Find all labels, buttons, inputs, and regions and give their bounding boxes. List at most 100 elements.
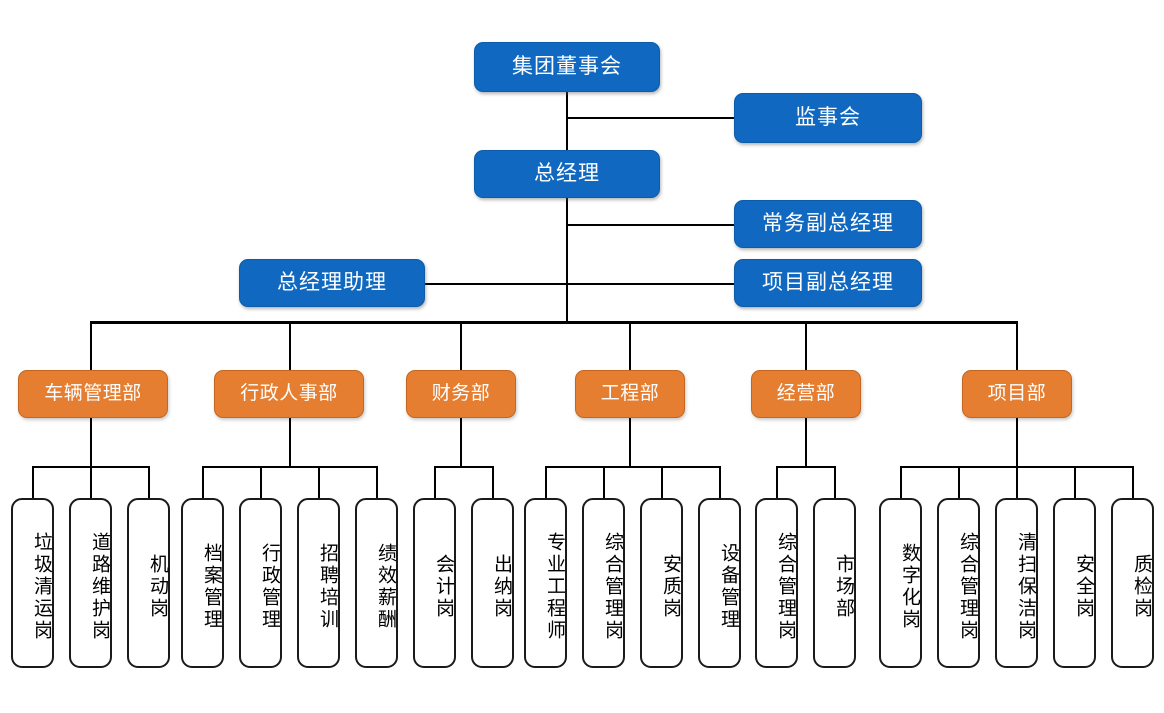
- node-executive-deputy-gm[interactable]: 常务副总经理: [734, 200, 922, 248]
- node-department-2[interactable]: 财务部: [406, 370, 516, 418]
- connector-board-to-gm: [566, 92, 568, 150]
- node-position-3-1-label: 综合管理岗: [602, 532, 624, 642]
- node-position-4-0-label: 综合管理岗: [775, 532, 797, 642]
- connector-dept-5-leaf-1: [958, 466, 960, 498]
- node-department-3-label: 工程部: [600, 382, 660, 404]
- node-position-0-2[interactable]: 机动岗: [127, 498, 170, 668]
- connector-dept-3-leaf-2: [661, 466, 663, 498]
- node-position-3-2-label: 安质岗: [660, 554, 682, 620]
- node-department-0[interactable]: 车辆管理部: [18, 370, 168, 418]
- node-position-5-0-label: 数字化岗: [899, 543, 921, 631]
- connector-dept-1-leaf-0: [202, 466, 204, 498]
- node-position-5-1-label: 综合管理岗: [957, 532, 979, 642]
- node-project-deputy-gm[interactable]: 项目副总经理: [734, 259, 922, 307]
- connector-dept-2-down: [460, 418, 462, 467]
- node-board[interactable]: 集团董事会: [474, 42, 660, 92]
- node-general-manager-label: 总经理: [534, 162, 600, 186]
- node-position-4-1[interactable]: 市场部: [813, 498, 856, 668]
- node-position-5-4[interactable]: 质检岗: [1111, 498, 1154, 668]
- node-position-5-2-label: 清扫保洁岗: [1015, 532, 1037, 642]
- node-position-2-1[interactable]: 出纳岗: [471, 498, 514, 668]
- node-position-4-0[interactable]: 综合管理岗: [755, 498, 798, 668]
- connector-bus-to-dept-2: [460, 321, 462, 370]
- node-position-3-2[interactable]: 安质岗: [640, 498, 683, 668]
- node-department-5-label: 项目部: [987, 382, 1047, 404]
- node-position-1-1-label: 行政管理: [259, 543, 281, 631]
- connector-bus-to-dept-3: [629, 321, 631, 370]
- node-position-3-3-label: 设备管理: [718, 543, 740, 631]
- connector-dept-1-leaf-2: [318, 466, 320, 498]
- connector-dept-5-leaf-2: [1016, 466, 1018, 498]
- node-position-3-1[interactable]: 综合管理岗: [582, 498, 625, 668]
- node-department-1-label: 行政人事部: [240, 382, 338, 404]
- node-position-0-0[interactable]: 垃圾清运岗: [11, 498, 54, 668]
- connector-gm-to-exec-deputy: [566, 224, 734, 226]
- node-general-manager[interactable]: 总经理: [474, 150, 660, 198]
- connector-dept-5-leaf-3: [1074, 466, 1076, 498]
- connector-dept-0-leaf-2: [148, 466, 150, 498]
- connector-dept-1-bus: [202, 466, 377, 468]
- node-position-3-0[interactable]: 专业工程师: [524, 498, 567, 668]
- node-department-4-label: 经营部: [776, 382, 836, 404]
- node-gm-assistant-label: 总经理助理: [277, 271, 387, 295]
- node-department-2-label: 财务部: [431, 382, 491, 404]
- node-department-5[interactable]: 项目部: [962, 370, 1072, 418]
- connector-dept-4-leaf-0: [776, 466, 778, 498]
- node-position-1-3[interactable]: 绩效薪酬: [355, 498, 398, 668]
- node-position-5-3[interactable]: 安全岗: [1053, 498, 1096, 668]
- connector-dept-5-down: [1016, 418, 1018, 467]
- connector-dept-1-leaf-3: [376, 466, 378, 498]
- connector-dept-3-bus: [545, 466, 720, 468]
- connector-dept-5-leaf-4: [1132, 466, 1134, 498]
- node-project-deputy-gm-label: 项目副总经理: [762, 271, 894, 295]
- connector-dept-3-down: [629, 418, 631, 467]
- node-executive-deputy-gm-label: 常务副总经理: [762, 212, 894, 236]
- department-bus: [90, 321, 1018, 324]
- connector-dept-4-down: [805, 418, 807, 467]
- node-position-5-2[interactable]: 清扫保洁岗: [995, 498, 1038, 668]
- node-position-1-3-label: 绩效薪酬: [375, 543, 397, 631]
- node-position-0-2-label: 机动岗: [147, 554, 169, 620]
- node-position-2-1-label: 出纳岗: [491, 554, 513, 620]
- connector-dept-4-bus: [776, 466, 835, 468]
- node-position-5-0[interactable]: 数字化岗: [879, 498, 922, 668]
- node-department-3[interactable]: 工程部: [575, 370, 685, 418]
- connector-dept-2-leaf-0: [434, 466, 436, 498]
- connector-dept-5-leaf-0: [900, 466, 902, 498]
- connector-bus-to-dept-0: [90, 321, 92, 370]
- node-position-0-1[interactable]: 道路维护岗: [69, 498, 112, 668]
- connector-bus-to-dept-1: [289, 321, 291, 370]
- connector-dept-2-bus: [434, 466, 493, 468]
- node-position-3-3[interactable]: 设备管理: [698, 498, 741, 668]
- connector-bus-to-dept-5: [1016, 321, 1018, 370]
- node-department-1[interactable]: 行政人事部: [214, 370, 364, 418]
- node-department-0-label: 车辆管理部: [44, 382, 142, 404]
- node-department-4[interactable]: 经营部: [751, 370, 861, 418]
- node-position-3-0-label: 专业工程师: [544, 532, 566, 642]
- connector-dept-3-leaf-1: [603, 466, 605, 498]
- connector-dept-3-leaf-0: [545, 466, 547, 498]
- node-supervisory-board[interactable]: 监事会: [734, 93, 922, 143]
- node-position-1-2[interactable]: 招聘培训: [297, 498, 340, 668]
- node-position-5-1[interactable]: 综合管理岗: [937, 498, 980, 668]
- node-position-2-0[interactable]: 会计岗: [413, 498, 456, 668]
- connector-gm-to-assistant: [425, 283, 567, 285]
- node-position-1-2-label: 招聘培训: [317, 543, 339, 631]
- connector-dept-0-down: [90, 418, 92, 467]
- node-position-1-0[interactable]: 档案管理: [181, 498, 224, 668]
- node-position-5-4-label: 质检岗: [1131, 554, 1153, 620]
- connector-dept-0-leaf-0: [32, 466, 34, 498]
- node-position-4-1-label: 市场部: [833, 554, 855, 620]
- node-position-1-1[interactable]: 行政管理: [239, 498, 282, 668]
- node-position-5-3-label: 安全岗: [1073, 554, 1095, 620]
- node-position-1-0-label: 档案管理: [201, 543, 223, 631]
- node-gm-assistant[interactable]: 总经理助理: [239, 259, 425, 307]
- node-position-0-0-label: 垃圾清运岗: [31, 532, 53, 642]
- connector-gm-to-project-deputy: [566, 283, 734, 285]
- connector-bus-to-dept-4: [805, 321, 807, 370]
- node-supervisory-board-label: 监事会: [795, 106, 861, 130]
- connector-gm-to-supervisory: [566, 117, 734, 119]
- connector-dept-1-leaf-1: [260, 466, 262, 498]
- connector-dept-2-leaf-1: [492, 466, 494, 498]
